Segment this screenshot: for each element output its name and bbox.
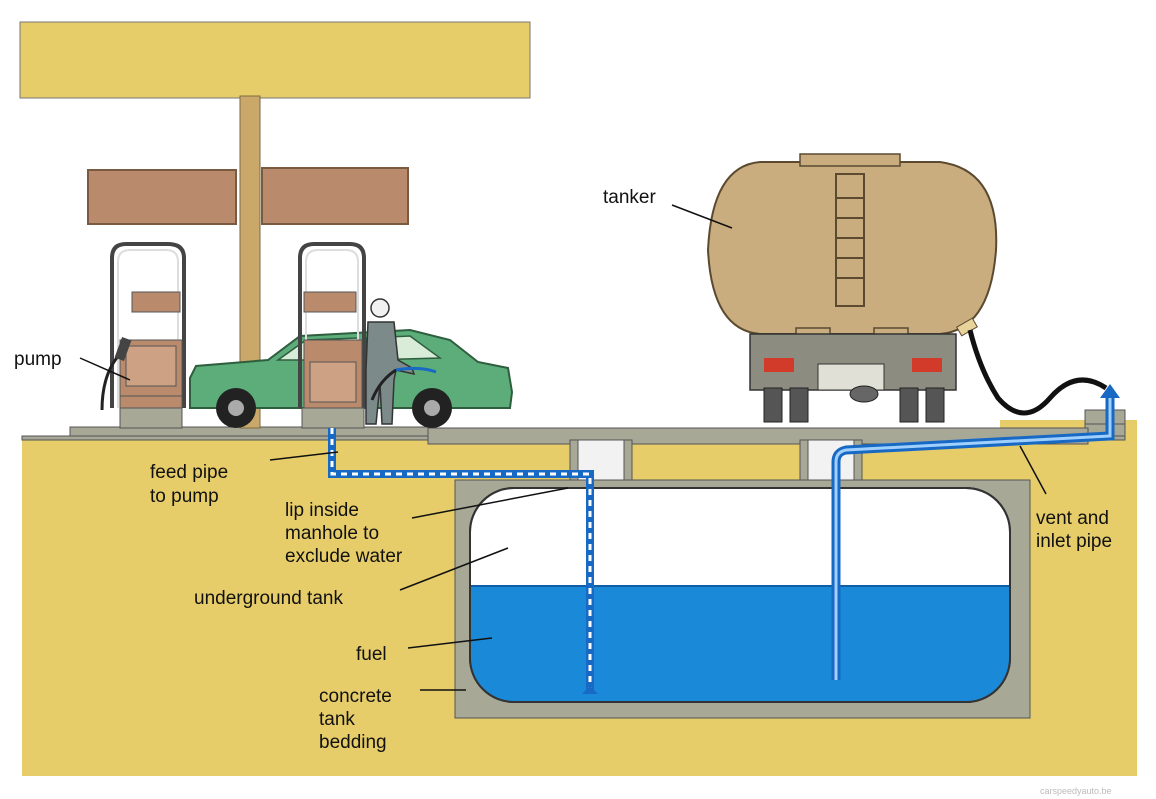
canopy-sign-left bbox=[87, 169, 237, 225]
leader-vent bbox=[1019, 445, 1047, 495]
label-feed-pipe-line1: feed pipe bbox=[150, 462, 228, 483]
attendant bbox=[365, 298, 437, 425]
underground-tank-outline bbox=[469, 487, 1011, 703]
leader-tanker bbox=[671, 204, 733, 229]
pump-left bbox=[100, 242, 186, 429]
pump-middle bbox=[298, 242, 366, 429]
label-pump: pump bbox=[14, 349, 62, 370]
label-bedding-line3: bedding bbox=[319, 732, 387, 753]
delivery-hose bbox=[967, 329, 1108, 416]
label-fuel: fuel bbox=[356, 644, 387, 665]
fuel-volume bbox=[470, 585, 1010, 702]
vent-inlet-pipe bbox=[831, 384, 1120, 680]
label-bedding-line1: concrete bbox=[319, 686, 392, 707]
leader-lip bbox=[411, 487, 569, 519]
label-tanker: tanker bbox=[603, 187, 656, 208]
label-underground-tank: underground tank bbox=[194, 588, 343, 609]
canopy-post bbox=[239, 95, 261, 429]
feed-pipe bbox=[328, 428, 598, 694]
label-lip-line3: exclude water bbox=[285, 546, 403, 567]
label-feed-pipe-line2: to pump bbox=[150, 486, 219, 507]
label-lip-line1: lip inside bbox=[285, 500, 359, 521]
label-bedding-line2: tank bbox=[319, 709, 355, 730]
right-kerb bbox=[1084, 409, 1126, 425]
tanker-truck bbox=[706, 153, 998, 423]
watermark: carspeedyauto.be bbox=[1040, 786, 1112, 796]
label-vent-line2: inlet pipe bbox=[1036, 531, 1112, 552]
leader-fuel bbox=[407, 637, 493, 649]
leader-pump bbox=[79, 357, 131, 381]
canopy-roof bbox=[19, 21, 531, 99]
leader-underground-tank bbox=[399, 547, 509, 591]
leader-feed-pipe bbox=[269, 451, 339, 461]
canopy-sign-right bbox=[261, 167, 409, 225]
label-lip-line2: manhole to bbox=[285, 523, 379, 544]
label-vent-line1: vent and bbox=[1036, 508, 1109, 529]
